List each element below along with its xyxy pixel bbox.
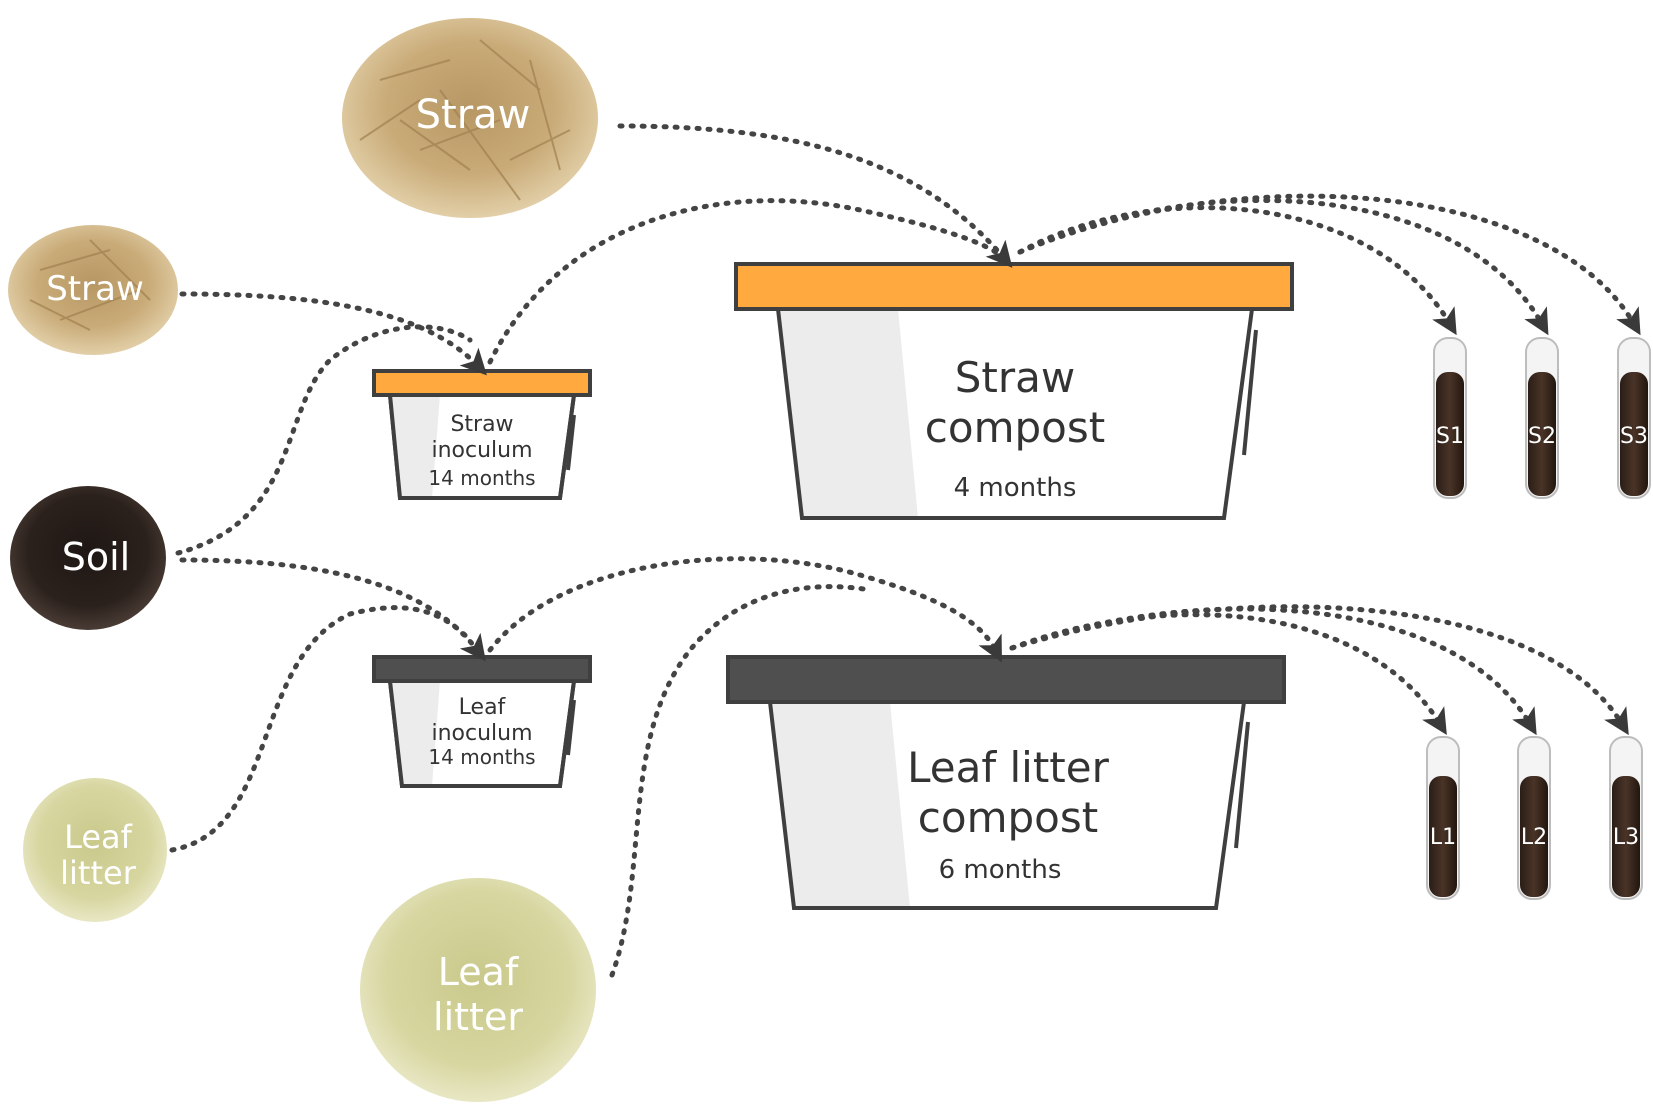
straw-compost-line2: compost xyxy=(925,403,1105,452)
tube-l2: L2 xyxy=(1517,736,1551,900)
arrow-leaf-inoculum-to-compost xyxy=(487,556,1002,663)
straw-compost-duration: 4 months xyxy=(954,473,1077,503)
arrow-leaf-compost-to-l1 xyxy=(1009,612,1447,736)
leaf-sample-tubes: L1 L2 L3 xyxy=(1426,736,1643,900)
tube-l1: L1 xyxy=(1426,736,1460,900)
straw-inoculum-bin: Straw inoculum 14 months xyxy=(372,369,592,500)
straw-compost-lid xyxy=(734,262,1294,311)
leaf-inoculum-line1: Leaf xyxy=(459,695,507,720)
straw-inoculum-line2: inoculum xyxy=(431,438,532,463)
straw-inoculum-line1: Straw xyxy=(450,412,513,437)
arrow-soil-to-leaf-inoculum xyxy=(179,557,486,662)
tube-s3: S3 xyxy=(1617,337,1651,499)
leaf-inoculum-line2: inoculum xyxy=(431,721,532,746)
tube-s1: S1 xyxy=(1433,337,1467,499)
soil-heap: Soil xyxy=(10,486,166,630)
straw-sample-tubes: S1 S2 S3 xyxy=(1433,337,1651,499)
leaf-bottom-label-line1: Leaf xyxy=(438,950,520,994)
flow-arrows xyxy=(169,123,1641,978)
leaf-compost-line1: Leaf litter xyxy=(907,743,1109,792)
tube-s3-label: S3 xyxy=(1620,424,1648,449)
soil-label: Soil xyxy=(62,535,131,579)
leaf-inoculum-bin: Leaf inoculum 14 months xyxy=(372,655,592,788)
leaf-compost-bin: Leaf litter compost 6 months xyxy=(726,655,1286,910)
leaf-compost-line2: compost xyxy=(918,793,1098,842)
straw-compost-bin: Straw compost 4 months xyxy=(734,262,1294,520)
leaf-compost-duration: 6 months xyxy=(939,855,1062,885)
leaf-left-label-line2: litter xyxy=(60,854,137,892)
tube-s2: S2 xyxy=(1525,337,1559,499)
leaf-inoculum-duration: 14 months xyxy=(428,745,535,769)
straw-inoculum-lid xyxy=(372,369,592,397)
arrow-straw-inoculum-to-compost xyxy=(487,198,1003,365)
tube-s2-label: S2 xyxy=(1528,424,1556,449)
tube-l3: L3 xyxy=(1609,736,1643,900)
leaf-litter-heap-bottom: Leaf litter xyxy=(360,878,596,1102)
tube-l3-label: L3 xyxy=(1613,825,1639,850)
arrow-straw-compost-to-s1 xyxy=(1017,205,1457,336)
arrow-leaf-compost-to-l2 xyxy=(1009,606,1537,736)
arrow-leaf-compost-to-l3 xyxy=(1009,604,1629,736)
tube-l2-label: L2 xyxy=(1521,825,1547,850)
straw-heap-left: Straw xyxy=(8,225,178,355)
straw-left-label: Straw xyxy=(46,269,144,309)
tube-s1-label: S1 xyxy=(1436,424,1464,449)
tube-l1-label: L1 xyxy=(1430,825,1456,850)
leaf-litter-heap-left: Leaf litter xyxy=(23,778,167,922)
leaf-inoculum-lid xyxy=(372,655,592,683)
leaf-bottom-label-line2: litter xyxy=(433,995,523,1039)
straw-inoculum-duration: 14 months xyxy=(428,466,535,490)
straw-top-label: Straw xyxy=(416,92,531,138)
leaf-compost-lid xyxy=(726,655,1286,704)
arrow-leaf-to-leaf-inoculum xyxy=(169,605,473,853)
leaf-left-label-line1: Leaf xyxy=(64,818,133,856)
arrow-straw-to-straw-compost xyxy=(617,123,1013,268)
straw-heap-top: Straw xyxy=(342,18,598,218)
arrow-soil-to-straw-inoculum xyxy=(175,324,473,556)
arrow-straw-compost-to-s3 xyxy=(1017,193,1641,336)
straw-compost-line1: Straw xyxy=(955,353,1075,402)
arrow-leaf-to-leaf-compost xyxy=(609,584,873,978)
arrow-straw-to-straw-inoculum xyxy=(179,291,487,376)
